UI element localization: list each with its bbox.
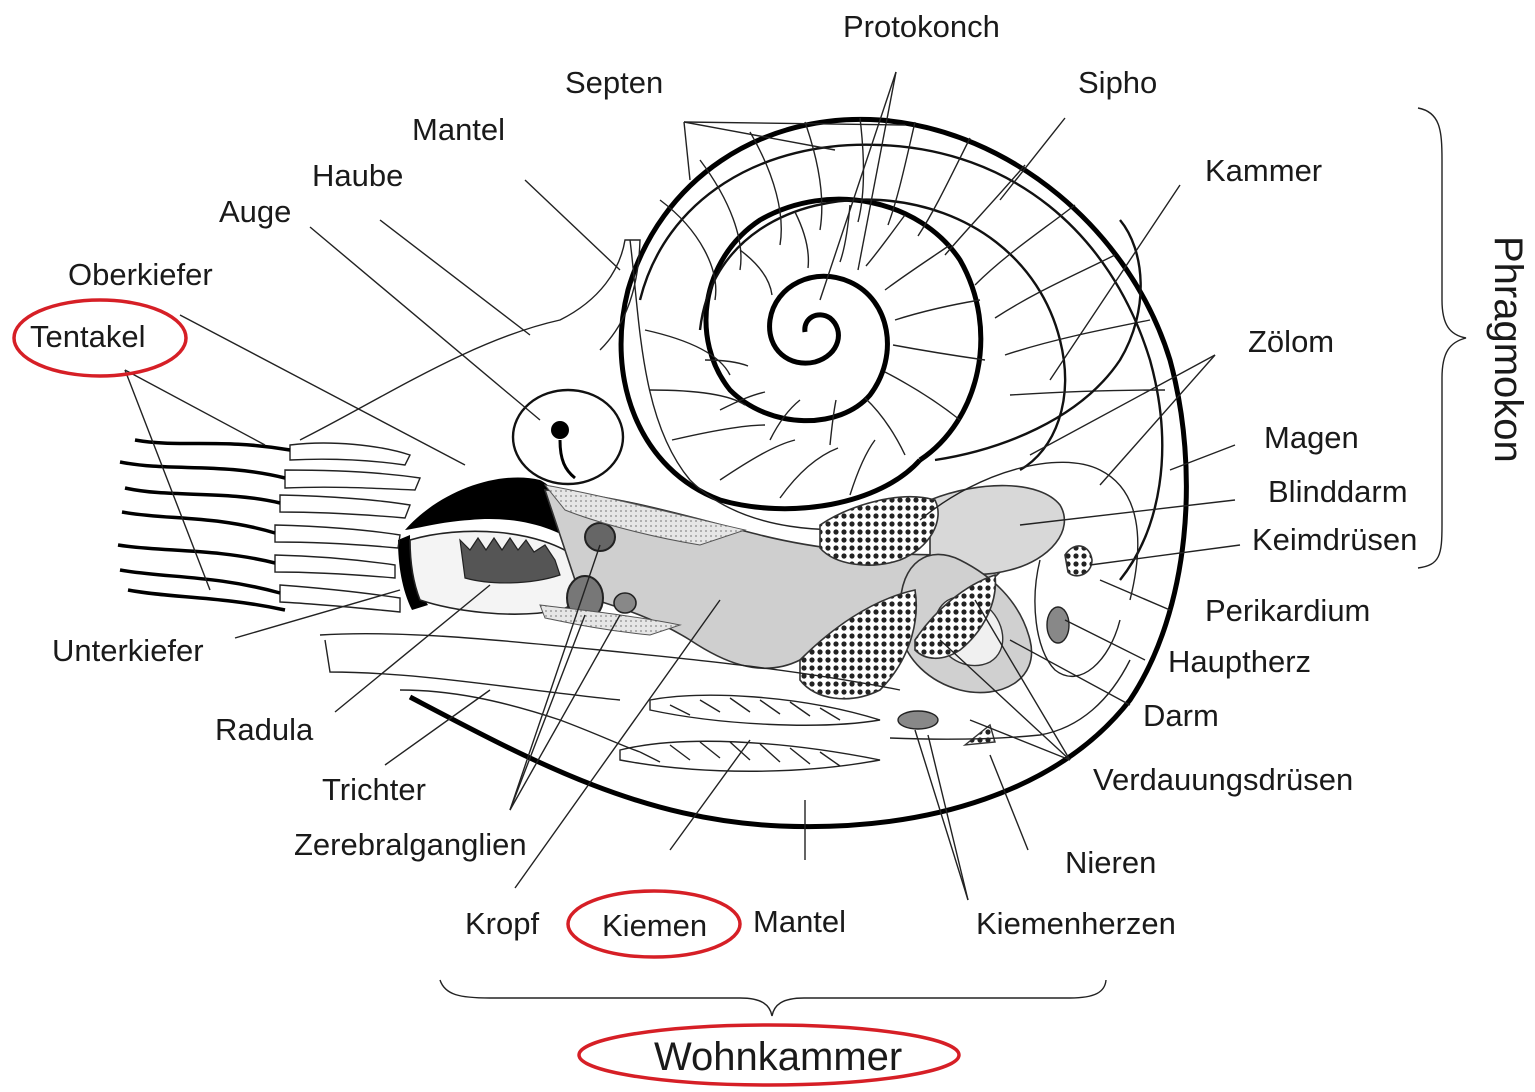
body [118, 240, 1138, 771]
wohnkammer-brace [440, 980, 1106, 1016]
label-radula: Radula [215, 712, 314, 747]
label-unterkiefer: Unterkiefer [52, 633, 204, 668]
label-darm: Darm [1143, 698, 1219, 733]
funnel-lower [400, 690, 640, 752]
siphuncle [935, 220, 1141, 460]
label-oberkiefer: Oberkiefer [68, 257, 213, 292]
label-protokonch: Protokonch [843, 9, 1000, 44]
label-verdauungsdruesen: Verdauungsdrüsen [1093, 762, 1353, 797]
label-nieren: Nieren [1065, 845, 1156, 880]
tentacle-strand [120, 570, 280, 593]
label-kropf: Kropf [465, 906, 539, 941]
label-zerebralganglien: Zerebralganglien [294, 827, 527, 862]
phragmokon-brace [1418, 108, 1466, 568]
label-kiemen: Kiemen [602, 908, 707, 943]
label-zoelom: Zölom [1248, 324, 1334, 359]
label-septen: Septen [565, 65, 663, 100]
label-wohnkammer: Wohnkammer [654, 1035, 902, 1079]
gills [620, 695, 880, 771]
label-haube: Haube [312, 158, 403, 193]
label-blinddarm: Blinddarm [1268, 474, 1408, 509]
septa [645, 118, 1165, 498]
radula-teeth [460, 538, 560, 583]
label-mantel-bottom: Mantel [753, 904, 846, 939]
main-heart [1047, 607, 1069, 643]
label-kiemenherzen: Kiemenherzen [976, 906, 1176, 941]
label-perikardium: Perikardium [1205, 593, 1370, 628]
label-kammer: Kammer [1205, 153, 1322, 188]
cerebral-ganglion-small [614, 593, 636, 613]
tentacle-strand [135, 440, 290, 450]
tentacle-strand [125, 488, 280, 503]
label-trichter: Trichter [322, 772, 426, 807]
tentacle-strand [122, 512, 275, 533]
branchial-heart [898, 711, 938, 729]
label-tentakel: Tentakel [30, 319, 145, 354]
label-hauptherz: Hauptherz [1168, 644, 1311, 679]
label-keimdruesen: Keimdrüsen [1252, 522, 1417, 557]
tentacles [118, 440, 420, 612]
tentacle-strand [128, 590, 285, 610]
label-sipho: Sipho [1078, 65, 1157, 100]
tentacle-strand [120, 462, 285, 478]
label-magen: Magen [1264, 420, 1359, 455]
eye-pupil [551, 421, 569, 439]
label-phragmokon: Phragmokon [1486, 236, 1530, 463]
label-mantel-top: Mantel [412, 112, 505, 147]
shell-whorl-line-2 [700, 200, 1065, 470]
gonad [1065, 546, 1092, 576]
label-auge: Auge [219, 194, 291, 229]
